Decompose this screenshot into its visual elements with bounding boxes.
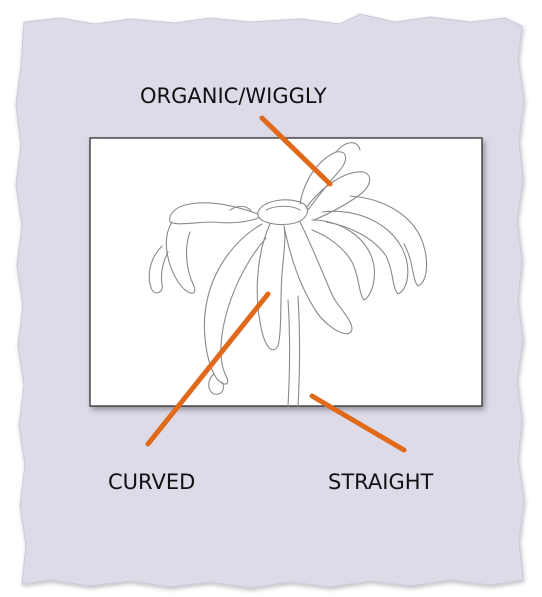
sketch-photo-frame bbox=[90, 138, 482, 406]
label-organic-wiggly: ORGANIC/WIGGLY bbox=[140, 84, 327, 108]
label-curved: CURVED bbox=[108, 470, 195, 494]
label-straight: STRAIGHT bbox=[328, 470, 433, 494]
